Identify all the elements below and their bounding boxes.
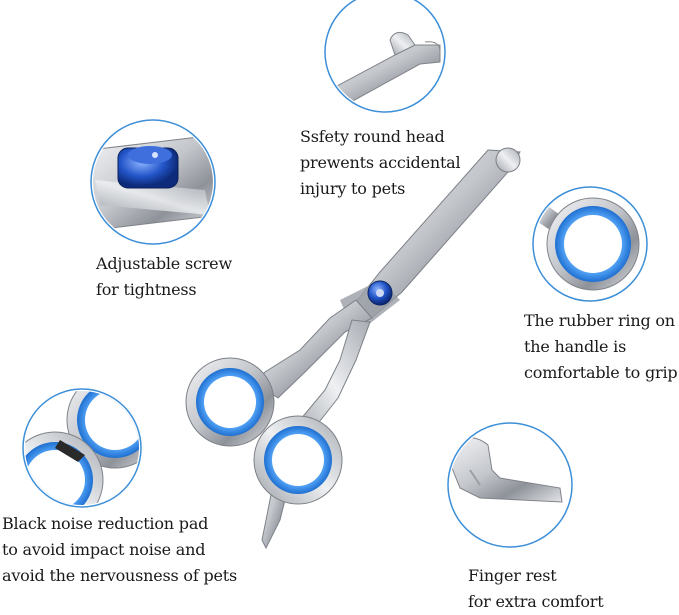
caption-line: prewents accidental <box>300 153 461 172</box>
caption-line: Ssfety round head <box>300 127 445 146</box>
noise-pad-closeup-icon <box>22 388 142 508</box>
caption-line: The rubber ring on <box>524 311 675 330</box>
caption-line: comfortable to grip <box>524 363 678 382</box>
safety-head-caption: Ssfety round head prewents accidental in… <box>300 124 461 202</box>
caption-line: for extra comfort <box>468 592 604 611</box>
grooming-scissors-icon <box>185 147 521 550</box>
adjustable-screw-closeup-icon <box>90 119 216 245</box>
finger-rest-closeup-icon <box>447 422 573 548</box>
rubber-ring-closeup-icon <box>532 186 648 302</box>
caption-line: injury to pets <box>300 179 406 198</box>
screw-caption: Adjustable screw for tightness <box>96 251 232 303</box>
finger-rest-caption: Finger rest for extra comfort <box>468 563 604 615</box>
caption-line: Adjustable screw <box>96 254 232 273</box>
caption-line: for tightness <box>96 280 197 299</box>
caption-line: the handle is <box>524 337 627 356</box>
caption-line: Black noise reduction pad <box>2 514 209 533</box>
caption-line: to avoid impact noise and <box>2 540 206 559</box>
caption-line: Finger rest <box>468 566 557 585</box>
noise-pad-caption: Black noise reduction pad to avoid impac… <box>2 511 237 589</box>
round-tip-closeup-icon <box>324 0 446 113</box>
rubber-ring-caption: The rubber ring on the handle is comfort… <box>524 308 678 386</box>
caption-line: avoid the nervousness of pets <box>2 566 238 585</box>
